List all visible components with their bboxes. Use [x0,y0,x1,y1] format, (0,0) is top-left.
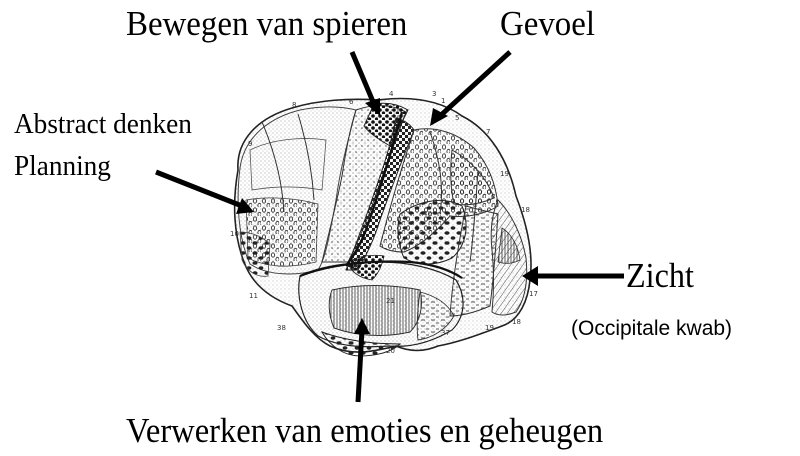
svg-text:19: 19 [485,324,494,332]
label-abstract-thinking: Abstract denken [14,110,192,139]
svg-text:1: 1 [441,97,445,105]
svg-text:37: 37 [441,329,450,337]
svg-text:11: 11 [249,292,258,300]
svg-text:5: 5 [455,114,459,122]
svg-text:21: 21 [386,297,395,305]
svg-text:4: 4 [389,90,394,98]
svg-text:7: 7 [486,128,490,136]
label-vision: Zicht [626,258,694,293]
svg-text:8: 8 [292,101,296,109]
label-muscle-movement: Bewegen van spieren [126,6,407,41]
svg-text:18: 18 [512,318,521,326]
arrow-emotions [354,318,370,402]
svg-text:9: 9 [248,140,252,148]
svg-text:20: 20 [386,347,395,355]
svg-text:18: 18 [521,206,530,214]
label-planning: Planning [14,152,111,181]
svg-text:40: 40 [423,210,432,218]
label-emotions-memory: Verwerken van emoties en geheugen [126,413,603,448]
svg-text:38: 38 [277,324,286,332]
svg-text:19: 19 [500,170,509,178]
svg-text:17: 17 [529,290,538,298]
svg-text:10: 10 [230,230,239,238]
arrow-vision [522,266,624,286]
label-occipital-lobe: (Occipitale kwab) [571,318,732,339]
svg-text:6: 6 [349,98,354,106]
svg-text:3: 3 [432,90,436,98]
label-feeling: Gevoel [500,6,595,41]
arrow-feeling [430,52,510,126]
